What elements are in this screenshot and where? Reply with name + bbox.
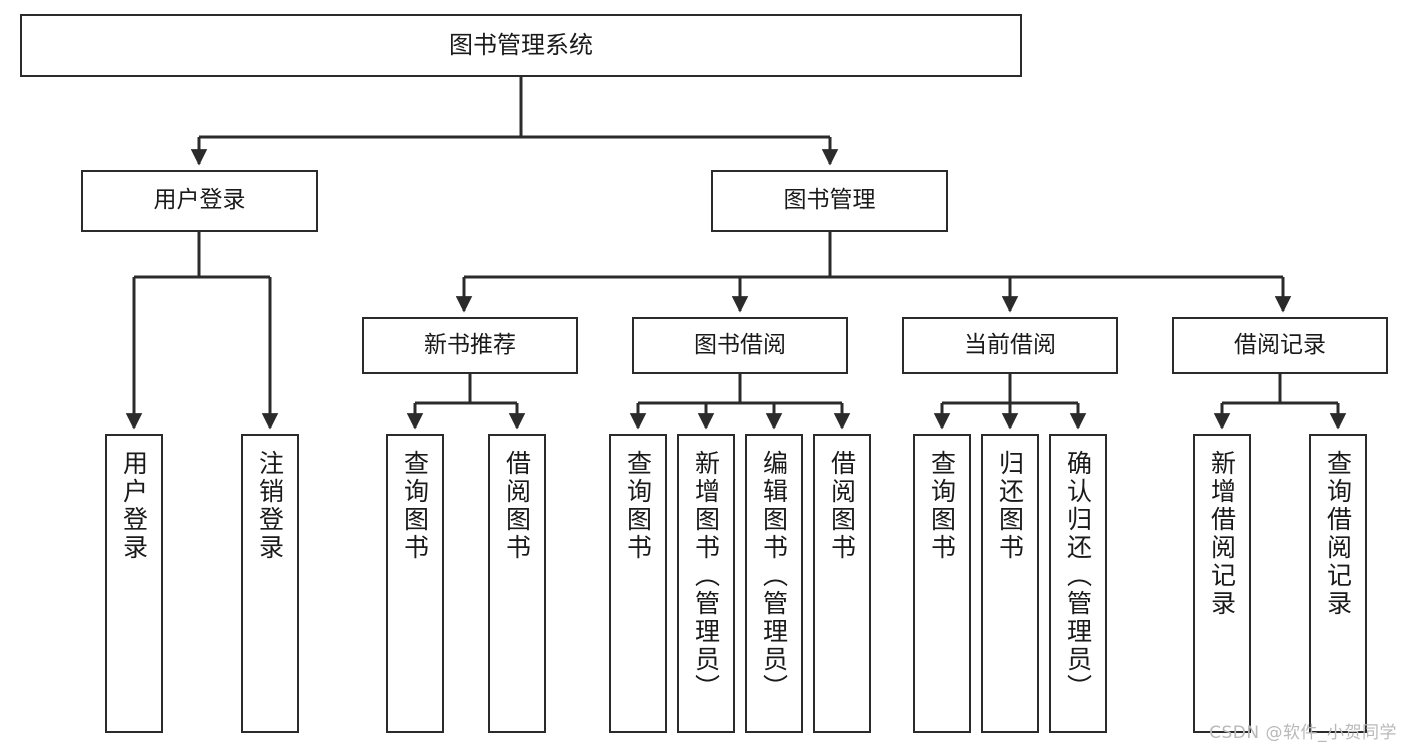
node-leaf-query-record[interactable]: 查询借阅记录 [1309,434,1367,733]
node-leaf-add-record[interactable]: 新增借阅记录 [1193,434,1251,733]
node-leaf-borrow-book-2[interactable]: 借阅图书 [813,434,871,733]
node-user-login[interactable]: 用户登录 [81,170,318,232]
node-leaf-edit-book-label: 编辑图书（管理员） [759,450,789,702]
node-leaf-edit-book[interactable]: 编辑图书（管理员） [745,434,803,733]
node-leaf-query-book-2[interactable]: 查询图书 [609,434,667,733]
node-leaf-user-logout[interactable]: 注销登录 [241,434,299,733]
node-leaf-borrow-book-1[interactable]: 借阅图书 [488,434,546,733]
node-book-manage-label: 图书管理 [783,187,876,214]
node-leaf-query-book-3-label: 查询图书 [927,450,957,562]
node-borrow-record[interactable]: 借阅记录 [1172,317,1388,374]
node-new-book-rec-label: 新书推荐 [424,331,516,358]
node-leaf-add-record-label: 新增借阅记录 [1207,450,1237,618]
node-book-manage[interactable]: 图书管理 [711,170,948,232]
node-new-book-rec[interactable]: 新书推荐 [362,317,578,374]
node-leaf-return-book[interactable]: 归还图书 [981,434,1039,733]
node-leaf-borrow-book-1-label: 借阅图书 [502,450,532,562]
node-book-borrow[interactable]: 图书借阅 [632,317,848,374]
node-user-login-label: 用户登录 [153,187,246,214]
node-root-label: 图书管理系统 [449,31,593,60]
node-current-borrow-label: 当前借阅 [964,331,1056,358]
node-leaf-user-login[interactable]: 用户登录 [105,434,163,733]
node-leaf-query-record-label: 查询借阅记录 [1323,450,1353,618]
node-book-borrow-label: 图书借阅 [694,331,786,358]
node-leaf-return-book-label: 归还图书 [995,450,1025,562]
node-current-borrow[interactable]: 当前借阅 [902,317,1118,374]
node-leaf-borrow-book-2-label: 借阅图书 [827,450,857,562]
node-leaf-query-book-3[interactable]: 查询图书 [913,434,971,733]
node-leaf-confirm-return[interactable]: 确认归还（管理员） [1049,434,1107,733]
node-leaf-query-book-2-label: 查询图书 [623,450,653,562]
node-leaf-query-book-1-label: 查询图书 [400,450,430,562]
node-borrow-record-label: 借阅记录 [1234,331,1326,358]
node-leaf-add-book-label: 新增图书（管理员） [691,450,721,702]
node-leaf-add-book[interactable]: 新增图书（管理员） [677,434,735,733]
node-leaf-confirm-return-label: 确认归还（管理员） [1063,450,1093,702]
node-leaf-query-book-1[interactable]: 查询图书 [386,434,444,733]
node-leaf-user-login-label: 用户登录 [119,450,149,562]
node-leaf-user-logout-label: 注销登录 [255,450,285,562]
node-root[interactable]: 图书管理系统 [20,14,1022,77]
